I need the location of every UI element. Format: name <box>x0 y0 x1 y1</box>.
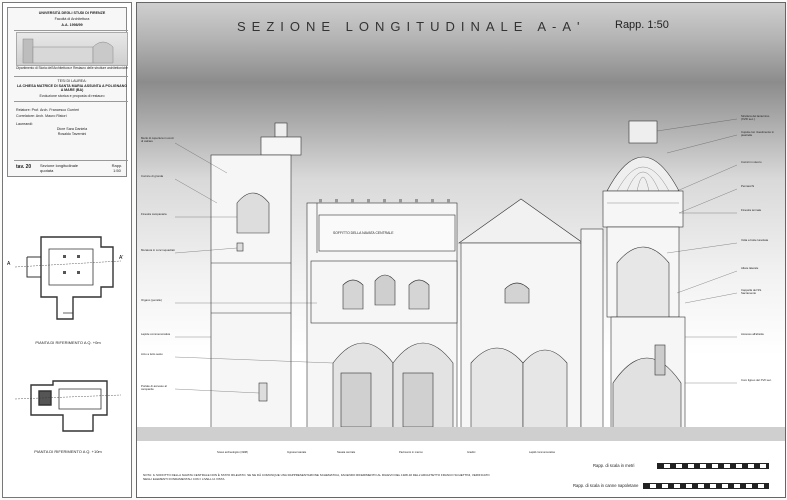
reference-plan-ground <box>14 236 122 320</box>
metric-scale-label: Rapp. di scala in metri <box>593 463 635 468</box>
laureando-1: Dicre Sara Daniela <box>56 127 88 131</box>
laureandi-label: Laureandi: <box>16 122 33 126</box>
annotation-bottom-3: Navata centrale <box>337 451 356 454</box>
relatore: Relatore: Prof. Arch. Francesco Gurrieri <box>16 108 80 112</box>
plan-upper-caption: PIANTA DI RIFERIMENTO A Q. +10m <box>34 449 102 454</box>
divider <box>14 76 128 77</box>
annotation-left-5: Organo (pensile) <box>141 298 162 302</box>
left-column: UNIVERSITÀ DEGLI STUDI DI FIRENZE Facolt… <box>2 2 132 498</box>
sheet-number: tav. 20 <box>16 164 32 170</box>
sheet-scale: Rapp. 1:50 <box>106 163 128 174</box>
longitudinal-section <box>174 118 738 438</box>
plan-ground-caption: PIANTA DI RIFERIMENTO A Q. +0m <box>35 340 101 345</box>
annotation-right-3: Cornici in stucco <box>741 160 762 164</box>
section-marker-a-prime: A' <box>119 255 124 261</box>
annotation-left-8: Portale di accesso al campanile <box>141 384 167 392</box>
annotation-left-1: Merlo di copertura in conci di calcare <box>141 136 174 144</box>
ground-section <box>137 427 785 441</box>
annotation-right-1: Struttura del lanternino (XVIII sec.) <box>741 114 770 122</box>
annotation-right-4: Pennacchi <box>741 184 755 188</box>
drawing-scale: Rapp. 1:50 <box>615 19 669 31</box>
sheet-scale-label: Rapp. <box>111 163 123 168</box>
title-block: UNIVERSITÀ DEGLI STUDI DI FIRENZE Facolt… <box>7 7 128 179</box>
divider <box>14 30 128 31</box>
drawing-note: NOTA: IL SOFFITTO DELLA NAVATA CENTRALE … <box>143 473 490 481</box>
laureando-2: Rosaldo Tavernini <box>57 132 87 136</box>
reference-plan-upper <box>14 380 122 432</box>
sheet-title: Sezione longitudinale quotata <box>40 163 79 173</box>
annotation-right-2: Cupola con rivestimento in piastrelle <box>741 130 774 138</box>
church-thumbnail <box>16 32 128 66</box>
department-name: Dipartimento di Storia dell'Architettura… <box>16 66 128 70</box>
annotation-bottom-1: Scavo archeologico (1998) <box>217 451 248 454</box>
correlatore: Correlatore: Arch. Mauro Ristori <box>16 114 67 118</box>
palmi-scale-bar <box>643 483 769 489</box>
annotation-bottom-2: Ingresso laterale <box>287 451 307 454</box>
annotation-right-6: Volta a botte lunettata <box>741 238 769 242</box>
metric-scale-bar <box>657 463 769 469</box>
divider <box>14 101 128 102</box>
section-drawing-panel: SEZIONE LONGITUDINALE A-A' Rapp. 1:50 <box>136 2 786 498</box>
church-thumbnail-icon <box>22 38 114 64</box>
annotation-bottom-4: Pavimento in marmo <box>399 451 423 454</box>
annotation-bottom-6: Lapidi commemorative <box>529 451 556 454</box>
annotation-left-2: Cornice di gronda <box>141 174 164 178</box>
thesis-subtitle: Evoluzione storica e proposta di restaur… <box>39 94 105 98</box>
sheet-scale-value: 1:50 <box>113 167 121 173</box>
annotation-right-8: Cappella del SS. Sacramento <box>741 288 762 296</box>
annotation-left-3: Finestra campanaria <box>141 212 167 216</box>
sheet-id-row: tav. 20 Sezione longitudinale quotata Ra… <box>14 160 128 179</box>
annotation-right-10: Coro ligneo del XVII sec. <box>741 378 772 382</box>
section-marker-a: A <box>7 261 11 267</box>
annotation-right-9: Accesso all'abside <box>741 332 764 336</box>
university-name: UNIVERSITÀ DEGLI STUDI DI FIRENZE <box>38 11 106 15</box>
annotation-left-4: Muratura in conci squadrati <box>141 248 175 252</box>
annotation-bottom-5: Gradini <box>467 451 476 454</box>
faculty-name: Facoltà di Architettura <box>54 17 90 21</box>
annotation-right-7: Altare laterale <box>741 266 759 270</box>
thesis-label: TESI DI LAUREA: <box>57 79 87 83</box>
annotation-right-5: Finestra termale <box>741 208 762 212</box>
thesis-title: LA CHIESA MATRICE DI SANTA MARIA ASSUNTA… <box>16 84 128 93</box>
annotation-left-7: Arco a tutto sesto <box>141 352 163 356</box>
drawing-title: SEZIONE LONGITUDINALE A-A' <box>237 19 586 34</box>
annotation-left-6: Lapide commemorativa <box>141 332 171 336</box>
academic-year: A.A. 1998/99 <box>61 23 83 27</box>
palmi-scale-label: Rapp. di scala in canne napoletane <box>573 483 639 488</box>
ceiling-label: SOFFITTO DELLA NAVATA CENTRALE <box>333 231 394 235</box>
